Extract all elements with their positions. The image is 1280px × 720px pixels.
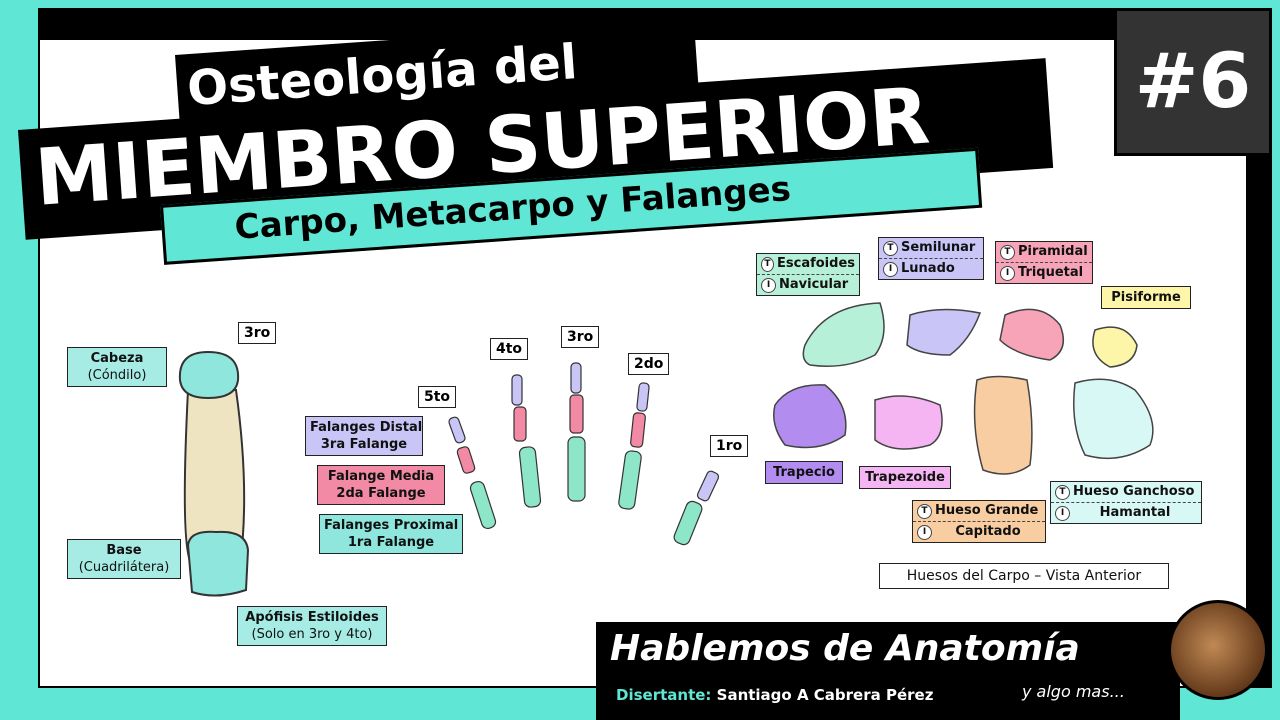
finger-number-5: 5to [418,386,457,408]
label-head: Cabeza (Cóndilo) [67,347,167,387]
capitado-name: Capitado [955,524,1021,539]
hamantal-name: Hamantal [1099,505,1171,520]
tag-i-icon: I [761,277,776,293]
bone-escafoides [802,302,885,367]
finger-number-2: 2do [628,353,670,375]
bone-semilunar [906,308,982,356]
presenter-name: Santiago A Cabrera Pérez [716,686,934,704]
tag-i-icon: I [883,261,898,277]
finger-number-4: 4to [490,338,529,360]
tag-i-icon: I [1000,265,1015,281]
tag-t-icon: T [917,503,932,519]
carpal-bones [773,302,1154,475]
tag-t-icon: T [1000,244,1015,260]
episode-badge: #6 [1114,8,1272,156]
label-styloid-title: Apófisis Estiloides [245,610,379,625]
hueso-grande-name: Hueso Grande [935,503,1039,518]
metacarpal-head [178,350,240,400]
label-distal-phalanx: Falanges Distal 3ra Falange [305,416,423,456]
label-pisiforme: Pisiforme [1101,286,1191,309]
label-proximal-line2: 1ra Falange [347,535,435,550]
bone-hueso-ganchoso [1073,378,1154,460]
label-base-detail: (Cuadrilátera) [78,560,170,575]
tagline: y algo mas... [1022,682,1125,701]
bone-piramidal [999,308,1065,361]
lunado-name: Lunado [901,261,955,276]
semilunar-name: Semilunar [901,240,976,255]
footer-bar [596,622,1180,720]
label-proximal-line1: Falanges Proximal [324,518,459,533]
label-styloid-detail: (Solo en 3ro y 4to) [251,627,373,642]
navicular-name: Navicular [779,277,849,292]
triquetal-name: Triquetal [1018,265,1084,280]
escafoides-name: Escafoides [777,256,855,271]
tag-i-icon: I [917,524,932,540]
bone-pisiforme [1092,326,1138,368]
channel-name: Hablemos de Anatomía [610,628,1080,669]
metacarpal-number: 3ro [238,322,277,344]
tag-t-icon: T [883,240,898,256]
label-head-detail: (Cóndilo) [87,368,147,383]
label-styloid: Apófisis Estiloides (Solo en 3ro y 4to) [237,606,387,646]
label-middle-phalanx: Falange Media 2da Falange [317,465,445,505]
bone-hueso-grande [973,375,1033,475]
label-proximal-phalanx: Falanges Proximal 1ra Falange [319,514,463,554]
channel-logo [1168,600,1268,700]
tag-t-icon: T [761,256,774,272]
metacarpal-base [186,530,250,597]
label-base: Base (Cuadrilátera) [67,539,181,579]
finger-number-3: 3ro [561,326,600,348]
finger-number-1: 1ro [710,435,749,457]
label-distal-line2: 3ra Falange [320,437,408,452]
teal-stripe-left [10,8,38,714]
presenter-line: Disertante: Santiago A Cabrera Pérez [616,686,933,704]
label-middle-line2: 2da Falange [336,486,426,501]
label-head-title: Cabeza [90,351,144,366]
tag-i-icon: I [1055,505,1070,521]
phalanges-drawing [448,362,720,546]
label-base-title: Base [106,543,142,558]
bone-trapezoide [874,395,943,450]
bone-trapecio [773,384,847,449]
piramidal-name: Piramidal [1018,244,1088,259]
carpus-caption: Huesos del Carpo – Vista Anterior [879,563,1169,589]
metacarpal-bone [178,350,250,597]
tag-t-icon: T [1055,484,1070,500]
label-middle-line1: Falange Media [327,469,435,484]
label-distal-line1: Falanges Distal [310,420,423,435]
label-trapecio: Trapecio [765,461,843,484]
presenter-label: Disertante: [616,686,712,704]
hueso-ganchoso-name: Hueso Ganchoso [1073,484,1195,499]
label-trapezoide: Trapezoide [859,466,951,489]
